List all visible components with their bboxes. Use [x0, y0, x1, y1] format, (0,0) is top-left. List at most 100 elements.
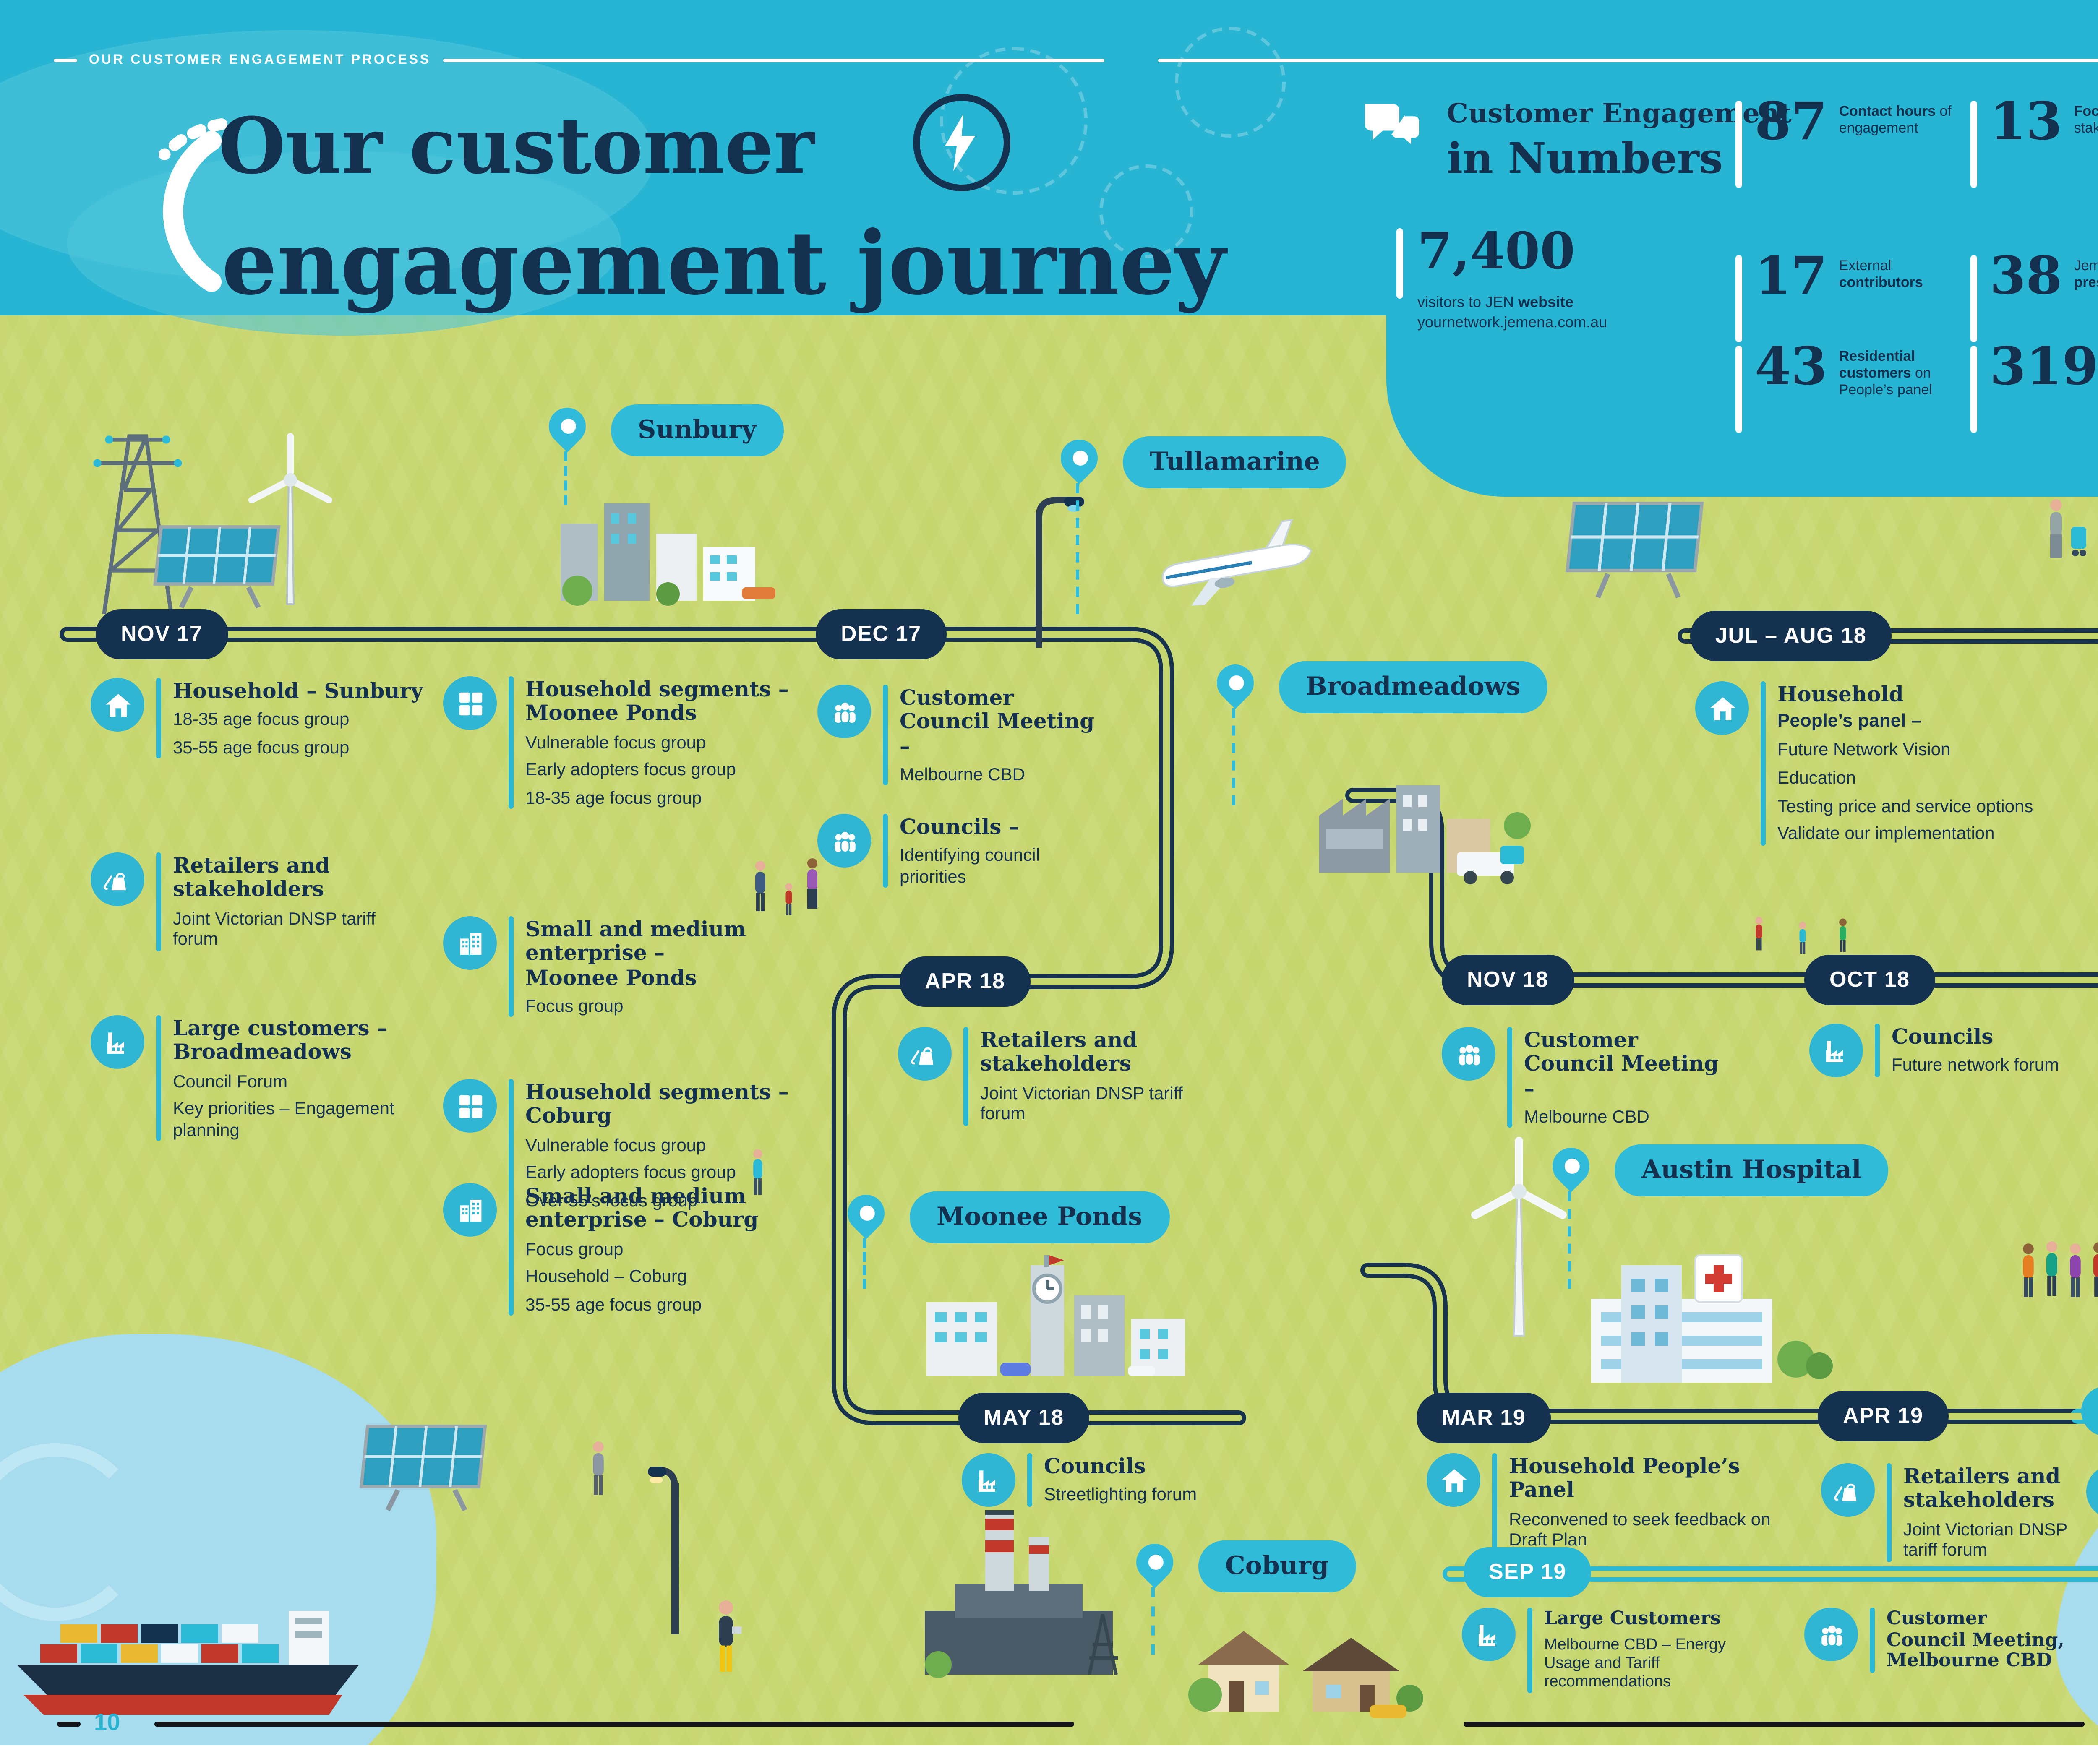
milestone-nov-18: NOV 18 [1442, 955, 1574, 1005]
milestone-sep-19: SEP 19 [1464, 1547, 1592, 1597]
title-arc-ornament [159, 118, 227, 292]
stats-heading-line1: Customer Engagement [1447, 97, 1792, 129]
timeline-item: Large customers – Broadmeadows Council F… [91, 1015, 477, 1142]
location-label: Tullamarine [1123, 436, 1347, 488]
milestone-oct-18: OCT 18 [1804, 955, 1935, 1005]
factory-icon [962, 1453, 1015, 1507]
town-illustration-moonee-ponds [926, 1255, 1185, 1376]
lightning-icon [945, 114, 975, 171]
retail-icon [898, 1027, 952, 1081]
person-figure [2070, 1243, 2081, 1297]
kicker-left-label: OUR CUSTOMER ENGAGEMENT PROCESS [89, 52, 431, 67]
factory-icon [91, 1015, 144, 1069]
person-figure [753, 1149, 762, 1195]
timeline-item: Household segments – Moonee Ponds Vulner… [443, 676, 829, 810]
timeline-item: Household People’s Panel Reconvened to s… [1427, 1453, 1813, 1552]
stat-website-visitors: 7,400 visitors to JEN website yournetwor… [1396, 223, 1607, 333]
person-figure [1839, 918, 1847, 952]
footer-rule [1464, 1722, 2085, 1726]
person-figure [593, 1441, 604, 1495]
timeline-item: Customer Council Meeting, Melbourne CBD … [2086, 1465, 2098, 1542]
kicker-line [1158, 59, 2098, 62]
stat-caption: visitors to JEN [1417, 294, 1519, 310]
kicker-dash [54, 59, 77, 62]
timeline-item: Councils Future network forum [1809, 1024, 2095, 1077]
footer-rule [154, 1722, 1074, 1726]
page-number-left: 10 [94, 1708, 120, 1735]
grid-icon [443, 1079, 497, 1133]
kicker-line [443, 59, 1104, 62]
timeline-item: Customer Council Meeting, Melbourne CBD [1804, 1608, 2090, 1673]
item-subtitle: People’s panel – [1777, 712, 1922, 732]
stat-caption-url: yournetwork.jemena.com.au [1417, 314, 1607, 331]
ship-illustration [17, 1611, 359, 1715]
timeline-item: Councils Streetlighting forum [962, 1453, 1264, 1507]
timeline-item: Retailers and stakeholders Joint Victori… [1821, 1463, 2098, 1562]
person-with-trolley [2050, 499, 2062, 558]
lightning-badge [913, 94, 1010, 191]
milestone-apr-18: APR 18 [900, 956, 1031, 1007]
person-figure [2046, 1241, 2057, 1296]
home-icon [1695, 681, 1749, 735]
solar-panel-illustration [359, 1425, 487, 1511]
people-icon [817, 685, 871, 738]
location-label: Broadmeadows [1279, 661, 1547, 713]
stat-online-surveys: 319 Online surveys completed [1970, 341, 2098, 433]
home-icon [91, 678, 144, 732]
transmission-tower-illustration [93, 434, 182, 615]
stat-facilitators: 38 Jemena facilitators & presenters [1970, 251, 2098, 342]
location-label: Austin Hospital [1615, 1144, 1888, 1196]
timeline-item: Councils – Identifying council prioritie… [817, 814, 1136, 889]
location-label: Sunbury [611, 404, 783, 456]
people-icon [2086, 1465, 2098, 1519]
buildings-illustration-broadmeadows [1319, 785, 1531, 884]
timeline-item: Retailers and stakeholders Joint Victori… [91, 852, 443, 951]
milestone-mar-19: MAR 19 [1417, 1393, 1551, 1443]
grid-icon [443, 676, 497, 730]
header-doodle [1175, 27, 1286, 138]
building-icon [443, 1183, 497, 1237]
person-figure [807, 858, 817, 909]
stat-focus-groups: 13 Focus groups with stakeholders [1970, 96, 2098, 188]
milestone-jul-aug-18: JUL – AUG 18 [1690, 611, 1892, 661]
retail-icon [1821, 1463, 1875, 1517]
people-icon [1442, 1027, 1495, 1081]
wind-turbine-illustration [1471, 1137, 1567, 1337]
header-doodle [1099, 164, 1193, 258]
person-figure [1799, 922, 1806, 954]
footer-dash [57, 1722, 81, 1726]
milestone-apr-19: APR 19 [1818, 1391, 1949, 1441]
people-icon [1804, 1608, 1858, 1661]
milestone-dec-17: DEC 17 [816, 609, 947, 659]
wind-turbine-illustration [248, 433, 332, 605]
airplane-illustration [1161, 519, 1312, 606]
timeline-item: Customer Council Meeting – Melbourne CBD [817, 685, 1136, 786]
location-label: Coburg [1198, 1540, 1356, 1592]
timeline-item: Small and medium enterprise – Coburg Foc… [443, 1183, 829, 1316]
timeline-item: Customer Council Meeting – Melbourne CBD [1442, 1027, 1761, 1128]
timeline-item: Household segments – Coburg Vulnerable f… [443, 1079, 829, 1212]
solar-panel-illustration [1565, 502, 1704, 599]
location-label: Moonee Ponds [910, 1191, 1169, 1243]
stat-external-contributors: 17 External contributors [1735, 251, 1977, 342]
page-title-line2: engagement journey [222, 213, 1226, 315]
person-figure [785, 883, 793, 915]
person-figure [2023, 1243, 2034, 1297]
hospital-illustration [1591, 1254, 1833, 1383]
person-with-tablet [719, 1600, 742, 1672]
timeline-item: Household – Sunbury 18-35 age focus grou… [91, 678, 426, 759]
speech-bubbles-icon [1353, 94, 1430, 164]
milestone-may-18: MAY 18 [958, 1393, 1089, 1443]
stats-heading-line2: in Numbers [1447, 134, 1723, 183]
person-figure [2093, 1242, 2098, 1297]
milestone-nov-17: NOV 17 [96, 609, 228, 659]
shopping-trolley-icon [2071, 527, 2086, 556]
timeline-item: Household People’s panel – Future Networ… [1695, 681, 2090, 846]
stat-value: 7,400 [1417, 223, 1575, 282]
street-lamp-illustration [1036, 497, 1084, 648]
stat-divider [1396, 228, 1402, 299]
power-station-illustration [925, 1510, 1118, 1678]
person-figure [755, 861, 765, 911]
